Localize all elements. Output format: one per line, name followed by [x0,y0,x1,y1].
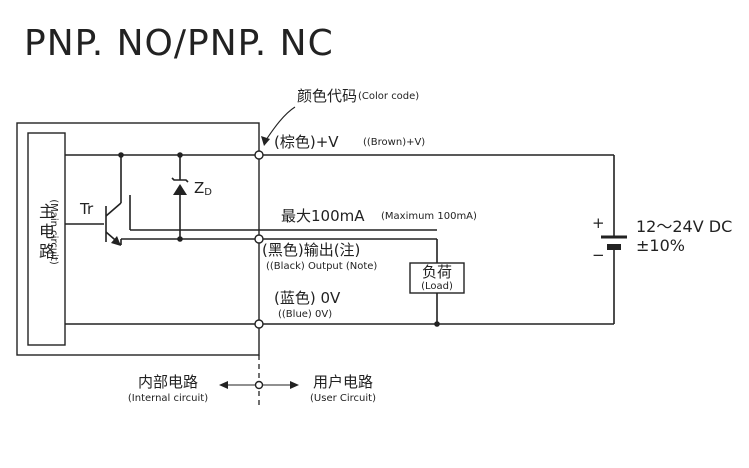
black-label-en: ((Black) Output (Note) [266,261,377,272]
main-circuit-char-2: 电 [39,222,55,241]
supply-minus-sign: − [592,246,605,264]
load-label-zh: 负荷 [422,263,452,281]
junction-dot [177,236,183,242]
battery-negative-plate [607,244,621,250]
main-circuit-label-en: (Main circuit) [48,199,59,265]
zener-label-sub: D [204,187,212,198]
internal-arrowhead [219,381,228,389]
color-code-leader [265,106,296,141]
blue-label-zh: (蓝色) 0V [274,289,341,307]
transistor-label: Tr [79,200,94,218]
user-arrowhead [290,381,299,389]
color-code-arrowhead [261,136,270,146]
blue-label-en: ((Blue) 0V) [278,309,332,320]
internal-label-zh: 内部电路 [138,373,198,391]
junction-dot [118,152,124,158]
junction-dot [177,152,183,158]
user-label-zh: 用户电路 [313,373,373,391]
diagram-title: PNP. NO/PNP. NC [24,23,334,64]
main-circuit-label: 主 电 路 [39,202,55,261]
main-circuit-char-3: 路 [39,242,55,261]
main-circuit-char-1: 主 [39,202,55,221]
load-label-en: (Load) [421,281,453,292]
max-current-label-en: (Maximum 100mA) [381,211,477,222]
color-code-label-en: (Color code) [358,91,419,102]
main-circuit-box [27,132,66,346]
brown-label-en: ((Brown)+V) [363,137,425,148]
load-box [409,262,465,294]
black-label-zh: (黑色)输出(注) [262,241,360,259]
black-terminal [254,234,264,244]
supply-tolerance: ±10% [636,236,685,255]
zener-triangle [173,184,187,195]
supply-plus-sign: + [592,214,605,232]
internal-label-en: (Internal circuit) [128,393,208,404]
brown-label-zh: (棕色)+V [274,133,339,151]
transistor-arrow [111,236,121,246]
transistor-emitter [105,202,122,217]
color-code-label-zh: 颜色代码 [297,87,357,105]
boundary-terminal [254,380,264,390]
blue-terminal [254,319,264,329]
zener-label: ZD [194,179,212,198]
zener-label-main: Z [194,179,204,197]
junction-dot [434,321,440,327]
brown-terminal [254,150,264,160]
max-current-label-zh: 最大100mA [281,207,365,225]
user-label-en: (User Circuit) [310,393,376,404]
supply-voltage: 12～24V DC [636,217,732,236]
zener-bar [171,177,189,183]
